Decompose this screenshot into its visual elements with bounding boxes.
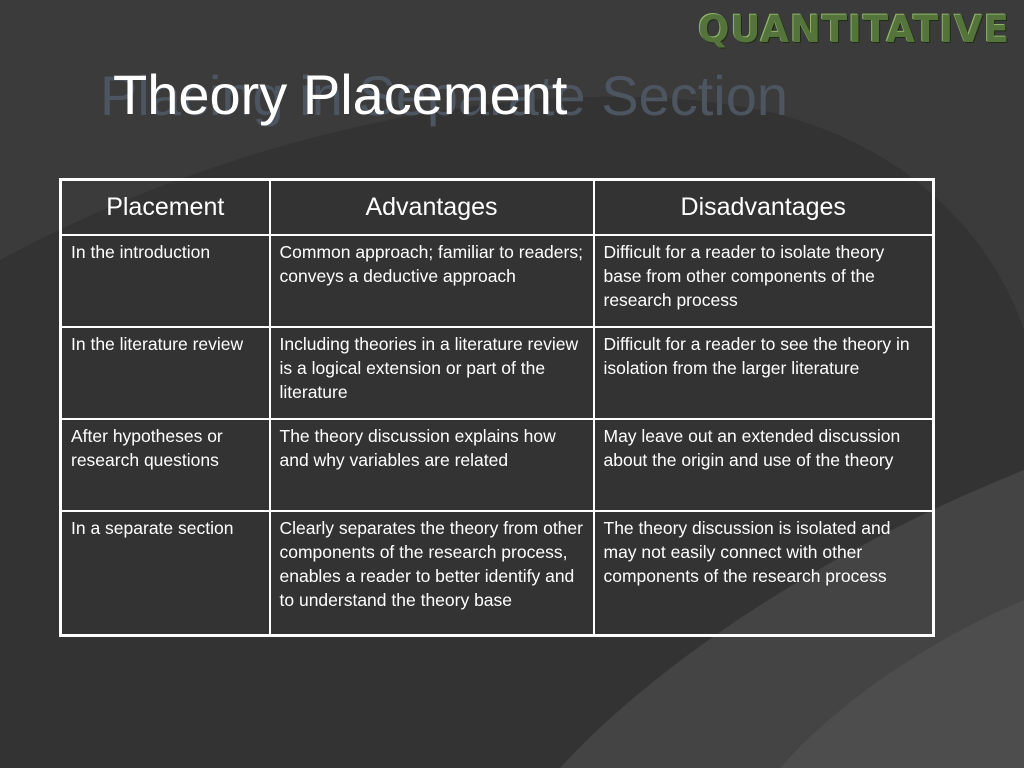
disadvantages-cell: Difficult for a reader to see the theory… <box>592 326 935 420</box>
placement-cell: In the literature review <box>59 326 271 420</box>
column-header-advantages: Advantages <box>268 178 595 236</box>
slide-title: Theory Placement <box>113 63 568 126</box>
table-row: In a separate section Clearly separates … <box>59 510 935 637</box>
brand-logo: QUANTITATIVE <box>697 8 1010 51</box>
table-row: In the introduction Common approach; fam… <box>59 234 935 328</box>
placement-cell: After hypotheses or research questions <box>59 418 271 512</box>
placement-cell: In the introduction <box>59 234 271 328</box>
advantages-cell: Clearly separates the theory from other … <box>268 510 595 637</box>
advantages-cell: Including theories in a literature revie… <box>268 326 595 420</box>
table-row: In the literature review Including theor… <box>59 326 935 420</box>
advantages-cell: Common approach; familiar to readers; co… <box>268 234 595 328</box>
column-header-placement: Placement <box>59 178 271 236</box>
disadvantages-cell: Difficult for a reader to isolate theory… <box>592 234 935 328</box>
placement-cell: In a separate section <box>59 510 271 637</box>
disadvantages-cell: May leave out an extended discussion abo… <box>592 418 935 512</box>
table-header-row: Placement Advantages Disadvantages <box>59 178 935 236</box>
disadvantages-cell: The theory discussion is isolated and ma… <box>592 510 935 637</box>
table-row: After hypotheses or research questions T… <box>59 418 935 512</box>
column-header-disadvantages: Disadvantages <box>592 178 935 236</box>
theory-placement-table: Placement Advantages Disadvantages In th… <box>59 178 935 637</box>
advantages-cell: The theory discussion explains how and w… <box>268 418 595 512</box>
ghost-title: Placing in Separate Section <box>100 64 788 127</box>
